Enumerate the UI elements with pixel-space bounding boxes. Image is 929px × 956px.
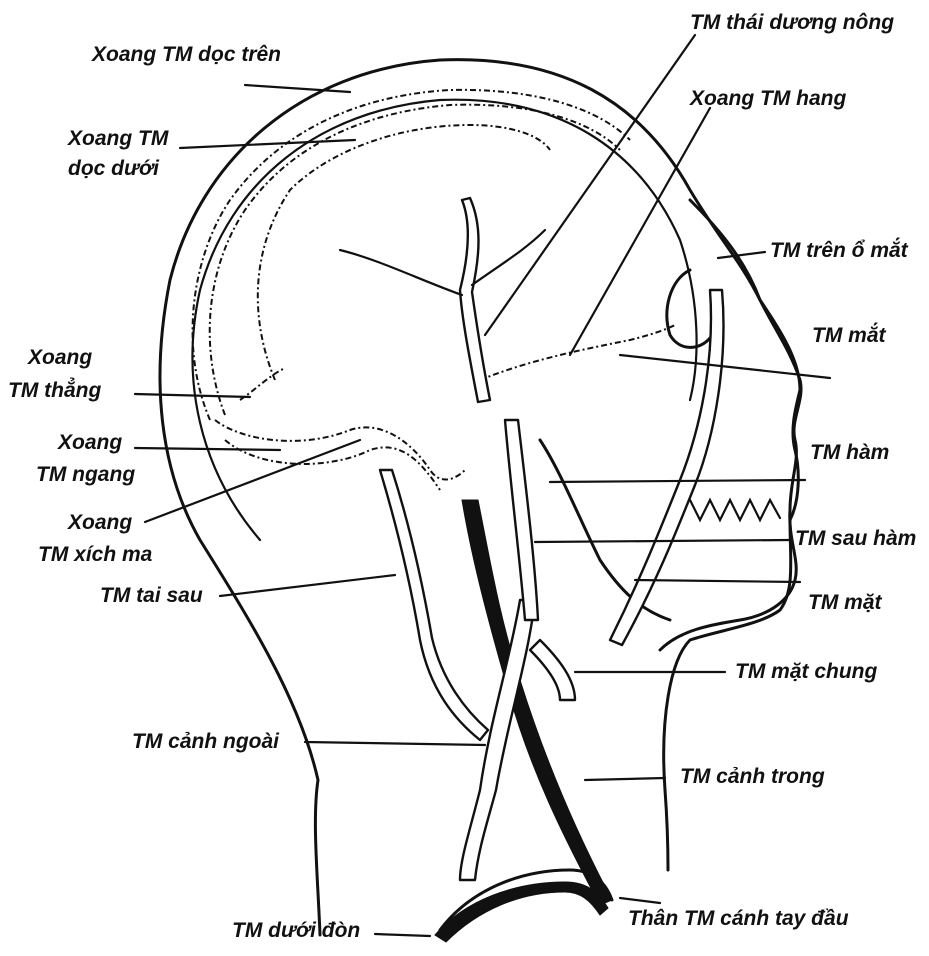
temporal-branch-right	[472, 230, 545, 285]
internal-jugular-vein	[462, 500, 612, 905]
teeth	[690, 500, 780, 520]
orbit	[667, 270, 710, 347]
leader-inf-sagittal	[180, 140, 355, 148]
superior-sagittal-sinus-inner	[210, 105, 620, 415]
label-transverse-sinus-1: Xoang	[58, 432, 122, 454]
leader-facial	[635, 580, 800, 582]
leader-post-auricular	[220, 575, 395, 596]
label-retromandibular: TM sau hàm	[795, 528, 916, 550]
leader-subclavian	[375, 934, 430, 936]
leader-ophthalmic	[620, 355, 830, 378]
label-cavernous-sinus: Xoang TM hang	[690, 88, 846, 110]
leader-retromandibular	[535, 540, 790, 542]
cavernous-sinus	[480, 325, 675, 380]
label-maxillary: TM hàm	[810, 442, 889, 464]
retromandibular-vein	[505, 420, 538, 620]
leader-sigmoid	[145, 440, 360, 522]
label-subclavian: TM dưới đòn	[232, 920, 360, 942]
straight-sinus	[240, 368, 285, 400]
leader-straight	[135, 394, 250, 397]
label-sigmoid-sinus-2: TM xích ma	[38, 544, 152, 566]
label-inferior-sagittal-sinus-1: Xoang TM	[68, 128, 168, 150]
label-facial: TM mặt	[808, 592, 882, 614]
leader-sup-temporal	[485, 35, 695, 335]
label-inferior-sagittal-sinus-2: dọc dưới	[68, 158, 159, 180]
leader-brachiocephalic	[620, 898, 660, 903]
label-posterior-auricular: TM tai sau	[100, 585, 203, 607]
label-supraorbital: TM trên ổ mắt	[770, 240, 908, 262]
label-superior-sagittal-sinus: Xoang TM dọc trên	[92, 44, 281, 66]
mandible	[540, 440, 670, 620]
transverse-sinus-lower	[225, 440, 440, 490]
leader-maxillary	[550, 480, 805, 482]
label-ophthalmic: TM mắt	[812, 325, 886, 347]
leader-supraorbital	[718, 252, 765, 258]
temporal-branch-left	[340, 250, 462, 295]
label-external-jugular: TM cảnh ngoài	[132, 731, 279, 753]
label-common-facial: TM mặt chung	[735, 661, 877, 683]
superficial-temporal-vein	[460, 198, 490, 402]
superior-sagittal-sinus	[193, 90, 630, 420]
leader-transverse	[135, 448, 280, 450]
label-transverse-sinus-2: TM ngang	[36, 464, 135, 486]
label-internal-jugular: TM cảnh trong	[680, 766, 825, 788]
common-facial-vein	[530, 640, 575, 700]
subclavian-vein-lower	[435, 882, 608, 942]
leader-ext-jugular	[305, 742, 485, 745]
leader-cavernous	[570, 108, 710, 355]
inferior-sagittal-sinus	[258, 125, 550, 380]
label-sigmoid-sinus-1: Xoang	[68, 512, 132, 534]
leader-int-jugular	[585, 778, 665, 780]
label-straight-sinus-1: Xoang	[28, 347, 92, 369]
label-straight-sinus-2: TM thẳng	[8, 380, 101, 402]
label-superficial-temporal: TM thái dương nông	[690, 12, 894, 34]
label-brachiocephalic: Thân TM cánh tay đầu	[628, 908, 849, 930]
